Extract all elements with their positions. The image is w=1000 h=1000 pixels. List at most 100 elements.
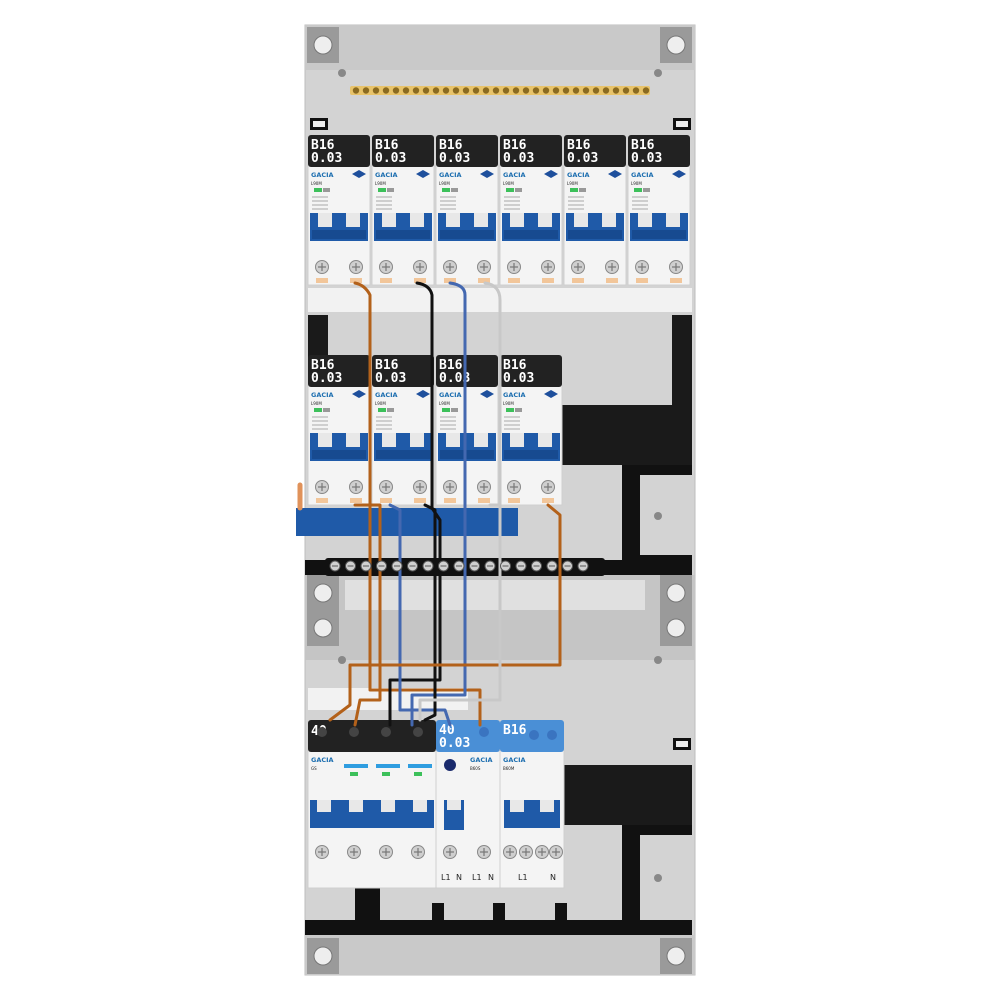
rivet-icon xyxy=(338,69,346,77)
diamond-icon xyxy=(480,390,494,398)
terminal-screw-icon[interactable] xyxy=(381,727,391,737)
model-label: GS xyxy=(311,766,317,771)
screw-icon xyxy=(307,938,339,974)
terminal-screw-icon[interactable] xyxy=(349,727,359,737)
brand-logo: GACIA xyxy=(375,171,398,179)
din-rail xyxy=(560,765,692,825)
bus-screw-icon xyxy=(522,87,530,94)
bus-screw-icon xyxy=(372,87,380,94)
breaker-label xyxy=(372,355,434,387)
screw-icon xyxy=(307,610,339,646)
diamond-icon xyxy=(608,170,622,178)
model-label: L90M xyxy=(375,181,386,186)
terminal-label: N xyxy=(488,873,494,882)
model-label: L90M xyxy=(503,181,514,186)
bus-screw-icon xyxy=(542,87,550,94)
model-label: B60S xyxy=(470,766,481,771)
model-label: L90M xyxy=(311,181,322,186)
breaker-sensitivity: 0.03 xyxy=(439,371,470,386)
status-indicator xyxy=(378,408,386,412)
diamond-icon xyxy=(544,170,558,178)
screw-icon xyxy=(660,575,692,611)
bus-screw-icon xyxy=(362,87,370,94)
model-label: L90M xyxy=(567,181,578,186)
breaker-rating: B16 xyxy=(311,358,335,373)
wire-blue xyxy=(410,281,467,727)
screw-icon xyxy=(307,575,339,611)
mcb-rating: B16 xyxy=(503,723,527,738)
status-indicator xyxy=(442,408,450,412)
breaker-sensitivity: 0.03 xyxy=(311,151,342,166)
bus-screw-icon xyxy=(402,87,410,94)
bus-screw-icon xyxy=(572,87,580,94)
model-label: B60M xyxy=(503,766,515,771)
brand-logo: GACIA xyxy=(503,391,526,399)
model-label: L90M xyxy=(311,401,322,406)
breaker-label xyxy=(436,355,498,387)
breaker-rating: B16 xyxy=(439,138,463,153)
terminal-screw-icon[interactable] xyxy=(317,727,327,737)
brand-logo: GACIA xyxy=(631,171,654,179)
rivet-icon xyxy=(654,69,662,77)
brand-logo: GACIA xyxy=(503,756,526,764)
terminal-label: L1 xyxy=(441,873,451,882)
bus-screw-icon xyxy=(422,87,430,94)
bus-screw-icon xyxy=(512,87,520,94)
brand-logo: GACIA xyxy=(503,171,526,179)
bus-screw-icon xyxy=(442,87,450,94)
breaker-sensitivity: 0.03 xyxy=(567,151,598,166)
bus-screw-icon xyxy=(632,87,640,94)
bus-screw-icon xyxy=(492,87,500,94)
brand-logo: GACIA xyxy=(311,756,334,764)
terminal-label: N xyxy=(456,873,462,882)
diamond-icon xyxy=(416,390,430,398)
din-rail xyxy=(560,405,692,465)
terminal-screw-icon[interactable] xyxy=(479,727,489,737)
blue-busbar xyxy=(296,508,518,536)
bus-screw-icon xyxy=(602,87,610,94)
status-indicator xyxy=(414,772,422,776)
brand-logo: GACIA xyxy=(439,171,462,179)
bus-screw-icon xyxy=(432,87,440,94)
bus-screw-icon xyxy=(392,87,400,94)
breaker-rating: B16 xyxy=(375,358,399,373)
diamond-icon xyxy=(416,170,430,178)
bus-screw-icon xyxy=(592,87,600,94)
bus-screw-icon xyxy=(472,87,480,94)
breaker-sensitivity: 0.03 xyxy=(375,151,406,166)
breaker-rating: B16 xyxy=(375,138,399,153)
rivet-icon xyxy=(654,512,662,520)
status-indicator xyxy=(314,408,322,412)
screw-icon xyxy=(660,938,692,974)
diamond-icon xyxy=(480,170,494,178)
main-switch: 40GACIAGS xyxy=(307,720,437,889)
wire-brown xyxy=(328,503,562,722)
status-indicator xyxy=(382,772,390,776)
bus-screw-icon xyxy=(462,87,470,94)
model-label: L90M xyxy=(439,181,450,186)
breaker-label xyxy=(500,355,562,387)
breaker-label xyxy=(308,355,370,387)
breaker-rating: B16 xyxy=(503,358,527,373)
diamond-icon xyxy=(544,390,558,398)
breaker-sensitivity: 0.03 xyxy=(631,151,662,166)
brand-logo: GACIA xyxy=(439,391,462,399)
test-button-icon[interactable] xyxy=(444,759,456,771)
terminal-screw-icon[interactable] xyxy=(529,730,539,740)
bus-screw-icon xyxy=(642,87,650,94)
bus-screw-icon xyxy=(502,87,510,94)
wire-black xyxy=(423,503,437,722)
wire-blue xyxy=(388,503,452,727)
status-indicator xyxy=(634,188,642,192)
breaker-label xyxy=(308,135,370,167)
terminal-screw-icon[interactable] xyxy=(547,730,557,740)
bus-screw-icon xyxy=(452,87,460,94)
brand-logo: GACIA xyxy=(311,391,334,399)
terminal-screw-icon[interactable] xyxy=(413,727,423,737)
wire-brown xyxy=(353,281,482,727)
